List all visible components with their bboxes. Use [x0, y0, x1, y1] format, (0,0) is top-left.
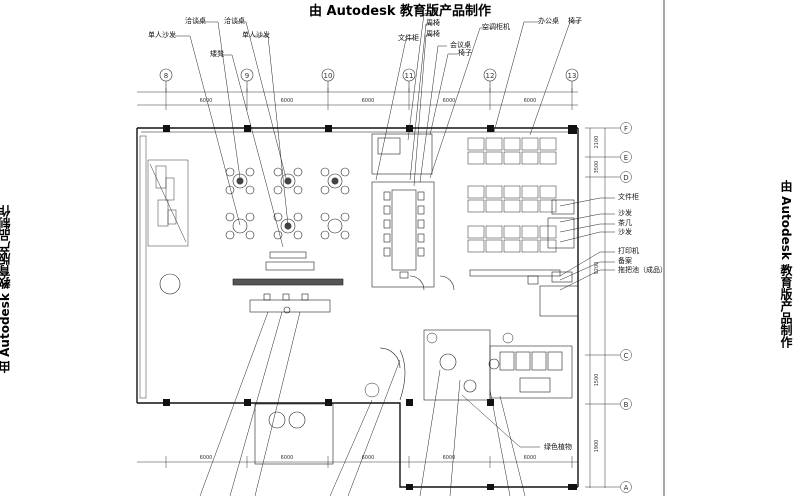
workstation-desk [485, 151, 503, 165]
label-sofa-2: 沙发 [618, 227, 632, 236]
dim-top-2: 6000 [281, 98, 294, 104]
negotiation-table [273, 212, 303, 240]
dim-right-3: 9200 [594, 262, 600, 275]
dim-top-1: 6000 [200, 98, 213, 104]
workstation-desk [521, 199, 539, 213]
workstation-desk [521, 137, 539, 151]
workstation-desk [503, 239, 521, 253]
label-counter: 备案 [618, 256, 632, 265]
structural-columns [163, 125, 577, 490]
workstation-desk [539, 151, 557, 165]
axis-row-F: F [624, 125, 628, 133]
axis-col-10: 10 [324, 72, 333, 80]
label-meeting-table: 会议桌 [450, 40, 471, 49]
dim-right-5: 1900 [594, 440, 600, 453]
axis-col-13: 13 [568, 72, 577, 80]
green-plant-icons [364, 332, 514, 398]
negotiation-table [320, 212, 350, 240]
axis-col-8: 8 [164, 72, 168, 80]
display-wall [139, 135, 189, 399]
workstation-desk [485, 137, 503, 151]
label-negotiation-table-1: 洽谈桌 [185, 16, 206, 25]
label-office-desk: 办公桌 [538, 16, 559, 25]
workstation-desk [485, 199, 503, 213]
watermark-top: 由 Autodesk 教育版产品制作 [308, 4, 492, 19]
workstation-desk [467, 151, 485, 165]
label-main-chair: 主椅 [424, 8, 438, 17]
dim-top-5: 6000 [524, 98, 537, 104]
label-printer: 打印机 [618, 246, 639, 255]
dim-bottom-1: 6000 [200, 455, 213, 461]
axis-row-A: A [624, 484, 629, 492]
label-single-sofa-1: 单人沙发 [148, 30, 176, 39]
workstation-desk [503, 225, 521, 239]
axis-row-D: D [623, 174, 628, 182]
workstation-desk [467, 185, 485, 199]
dim-top-3: 6000 [362, 98, 375, 104]
workstation-desk [521, 225, 539, 239]
watermark-right: 由 Autodesk 教育版产品制作 [779, 180, 793, 349]
label-chair-small: 椅子 [458, 48, 472, 57]
workstation-desk [503, 137, 521, 151]
dim-right-4: 1500 [594, 374, 600, 387]
lower-rooms [254, 329, 573, 465]
workstation-desk [467, 239, 485, 253]
reception-area [159, 251, 344, 314]
dim-right-1: 2100 [594, 136, 600, 149]
workstation-desk [467, 225, 485, 239]
workstation-desk [485, 185, 503, 199]
negotiation-table [273, 167, 303, 195]
label-green-plant: 绿色植物 [544, 442, 572, 451]
axis-row-B: B [624, 401, 629, 409]
workstation-desk [539, 137, 557, 151]
dim-top-4: 6000 [443, 98, 456, 104]
axis-col-9: 9 [245, 72, 249, 80]
label-file-cabinet-2: 文件柜 [618, 192, 639, 201]
meeting-room [371, 133, 455, 291]
column-axis-bubbles [159, 68, 579, 92]
axis-row-E: E [624, 154, 628, 162]
workstation-desk [521, 239, 539, 253]
axis-row-C: C [624, 352, 629, 360]
axis-col-12: 12 [486, 72, 495, 80]
label-stool: 矮凳 [210, 49, 224, 58]
label-tea-table: 茶几 [618, 218, 632, 227]
workstation-desk [503, 151, 521, 165]
top-dimension-chain [137, 88, 578, 110]
negotiation-table [225, 212, 255, 240]
workstation-desk [539, 185, 557, 199]
dim-bottom-5: 6000 [524, 455, 537, 461]
leader-lines [175, 13, 615, 496]
label-air-cabinet: 空调柜机 [482, 22, 510, 31]
axis-col-11: 11 [405, 72, 414, 80]
label-chair: 椅子 [568, 16, 582, 25]
label-side-chair-1: 周椅 [426, 18, 440, 27]
workstation-desk [503, 185, 521, 199]
workstation-desk [539, 199, 557, 213]
workstation-desk [503, 199, 521, 213]
workstation-desk [485, 225, 503, 239]
bottom-dimension-chain [137, 456, 578, 468]
workstations [467, 137, 557, 253]
workstation-desk [485, 239, 503, 253]
workstation-desk [521, 185, 539, 199]
workstation-desk [521, 151, 539, 165]
negotiation-table [320, 167, 350, 195]
workstation-desk [467, 199, 485, 213]
dim-bottom-2: 6000 [281, 455, 294, 461]
label-file-cabinet: 文件柜 [398, 33, 419, 42]
label-negotiation-table-2: 洽谈桌 [224, 16, 245, 25]
workstation-desk [467, 137, 485, 151]
label-sofa-1: 沙发 [618, 208, 632, 217]
label-single-sofa-2: 单人沙发 [242, 30, 270, 39]
label-side-chair-2: 周椅 [426, 29, 440, 38]
dim-bottom-4: 6000 [443, 455, 456, 461]
right-dimension-chain [585, 122, 632, 493]
label-mop-pool: 拖把池（成品） [618, 265, 667, 274]
right-service-area [469, 199, 579, 317]
dim-bottom-3: 6000 [362, 455, 375, 461]
dim-right-2: 3500 [594, 161, 600, 174]
